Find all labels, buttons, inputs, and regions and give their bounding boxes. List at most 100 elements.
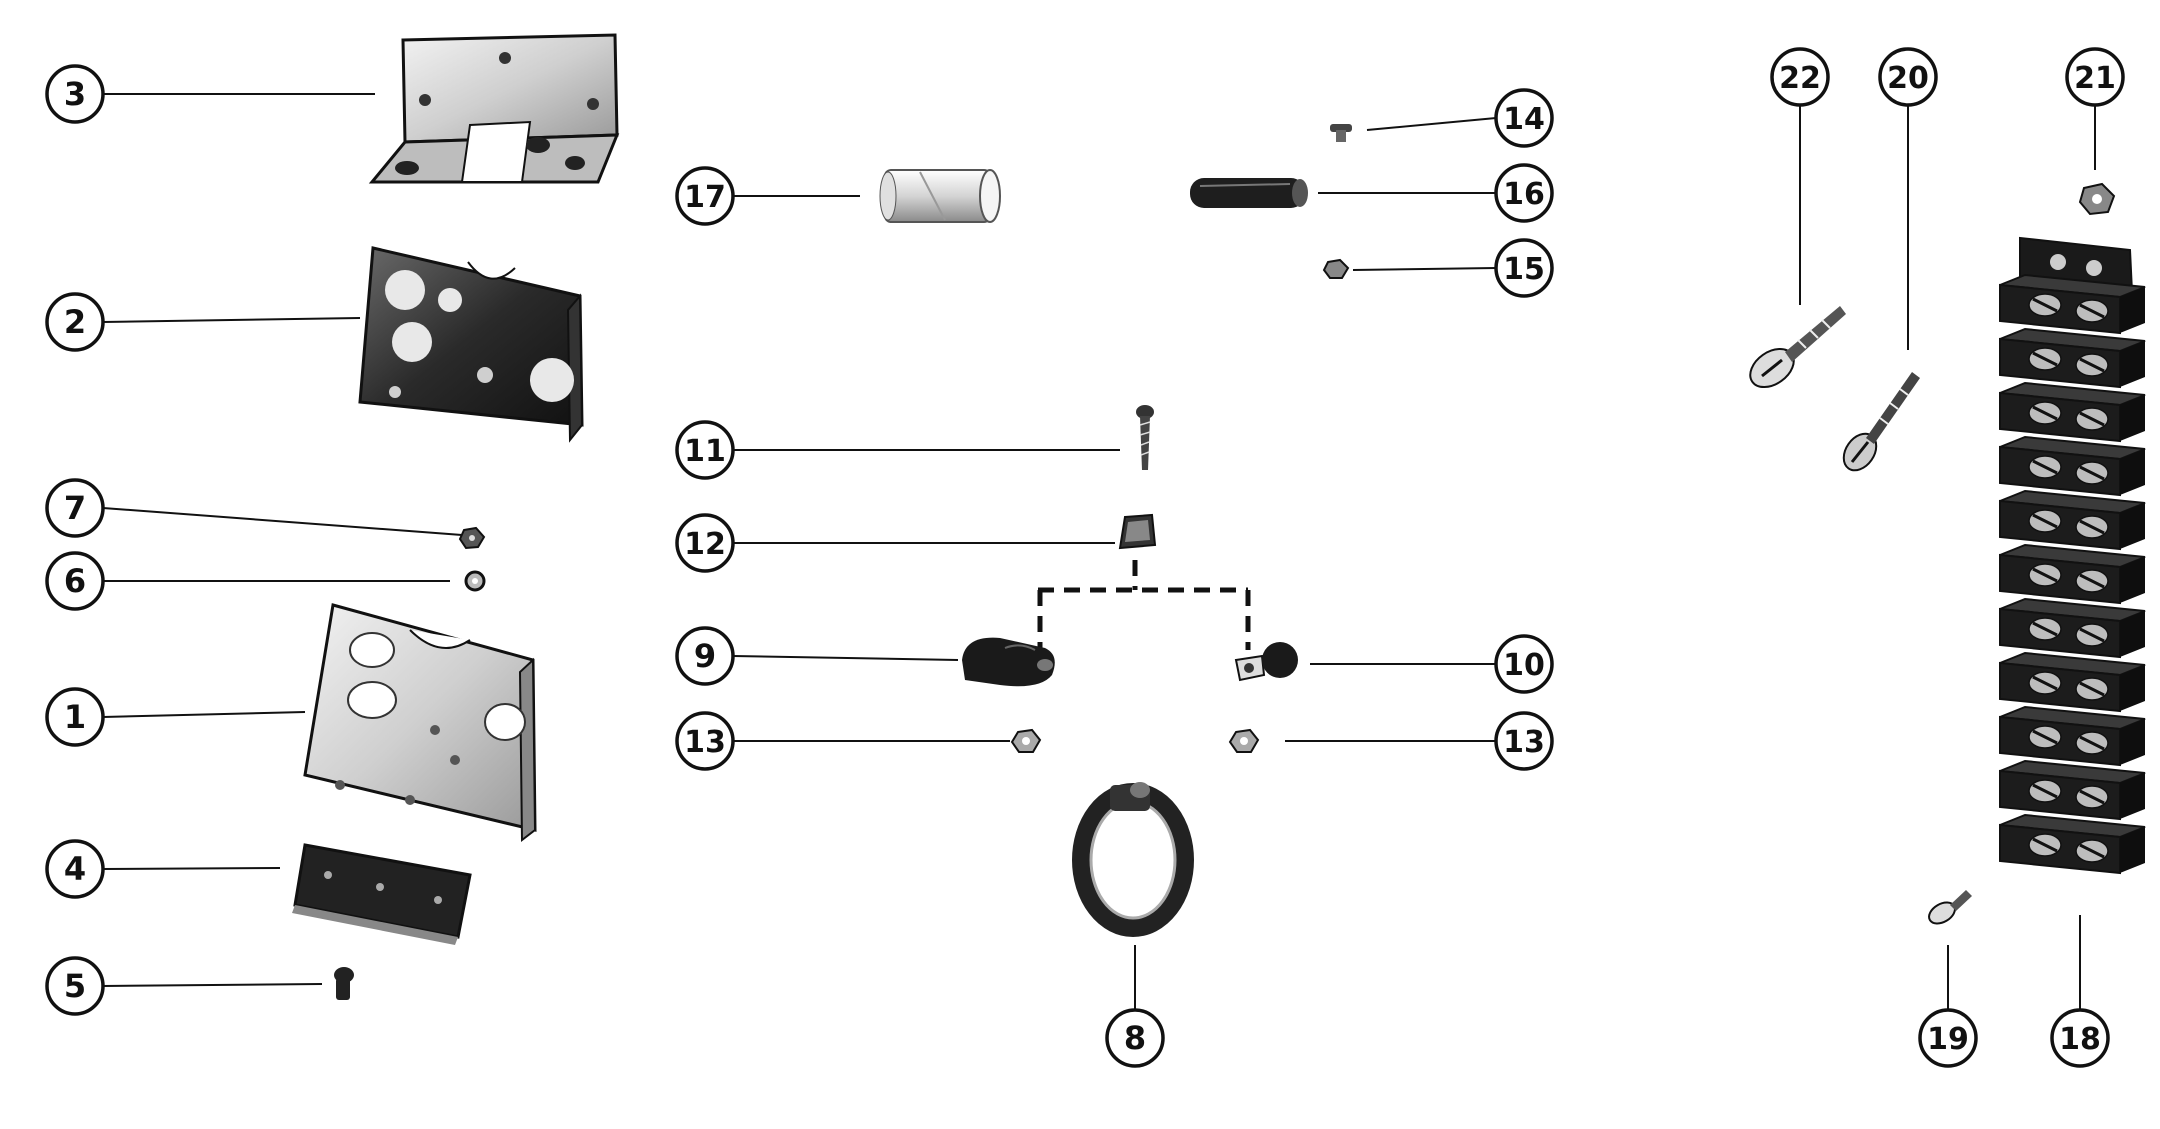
callout-number: 8 bbox=[1124, 1019, 1146, 1057]
callout-number: 2 bbox=[64, 303, 86, 341]
callout-number: 22 bbox=[1779, 61, 1821, 96]
part-8-hose-clamp bbox=[1072, 782, 1194, 937]
terminal-segment bbox=[1999, 273, 2146, 335]
terminal-segment bbox=[1999, 597, 2146, 659]
callout-circle bbox=[1494, 238, 1554, 298]
callout-5: 5 bbox=[45, 956, 105, 1016]
part-19-screw bbox=[1928, 890, 1972, 925]
part-9-clamp bbox=[962, 637, 1055, 687]
callout-16: 16 bbox=[1494, 163, 1554, 223]
part-16-tube bbox=[1190, 178, 1308, 208]
callout-number: 11 bbox=[684, 434, 726, 469]
callout-circle bbox=[1770, 47, 1830, 107]
callout-number: 18 bbox=[2059, 1022, 2101, 1057]
part-11-screw bbox=[1136, 405, 1154, 470]
part-14-cap bbox=[1330, 124, 1352, 142]
callout-circle bbox=[1494, 634, 1554, 694]
callout-circle bbox=[1878, 47, 1938, 107]
terminal-segment bbox=[1999, 489, 2146, 551]
callout-number: 19 bbox=[1927, 1022, 1969, 1057]
callout-number: 5 bbox=[64, 967, 86, 1005]
callout-circle bbox=[675, 711, 735, 771]
callout-circle bbox=[1918, 1008, 1978, 1068]
part-6-washer bbox=[464, 570, 486, 592]
leader-lines bbox=[102, 93, 2096, 1010]
callout-number: 21 bbox=[2074, 61, 2116, 96]
callout-circle bbox=[45, 64, 105, 124]
callout-3: 3 bbox=[45, 64, 105, 124]
callout-number: 13 bbox=[684, 725, 726, 760]
terminal-segment bbox=[1999, 327, 2146, 389]
part-22-screw bbox=[1749, 306, 1846, 389]
callout-number: 13 bbox=[1503, 725, 1545, 760]
callout-number: 20 bbox=[1887, 61, 1929, 96]
callout-6: 6 bbox=[45, 551, 105, 611]
callout-20: 20 bbox=[1878, 47, 1938, 107]
callout-number: 14 bbox=[1503, 102, 1545, 137]
callout-circle bbox=[1105, 1008, 1165, 1068]
dashed-connector bbox=[1037, 560, 1251, 650]
part-17-sleeve bbox=[879, 169, 1001, 223]
callout-circle bbox=[45, 687, 105, 747]
callout-number: 12 bbox=[684, 527, 726, 562]
callout-number: 10 bbox=[1503, 648, 1545, 683]
callout-circle bbox=[675, 513, 735, 573]
callout-circle bbox=[1494, 88, 1554, 148]
callout-circle bbox=[2065, 47, 2125, 107]
part-13-nut-left bbox=[1010, 728, 1042, 753]
callout-circle bbox=[675, 626, 735, 686]
callout-14: 14 bbox=[1494, 88, 1554, 148]
callout-number: 7 bbox=[64, 489, 86, 527]
part-7-nut bbox=[458, 526, 486, 550]
part-4-block bbox=[292, 843, 472, 945]
part-3-bracket bbox=[368, 33, 620, 184]
part-12-clip bbox=[1118, 513, 1157, 550]
callout-1: 1 bbox=[45, 687, 105, 747]
part-13-nut-right bbox=[1228, 728, 1260, 753]
callout-circle bbox=[675, 420, 735, 480]
callout-number: 9 bbox=[694, 637, 716, 675]
callout-8: 8 bbox=[1105, 1008, 1165, 1068]
callout-circle bbox=[45, 551, 105, 611]
callout-13: 13 bbox=[675, 711, 735, 771]
terminal-segment bbox=[1999, 435, 2146, 497]
callout-circle bbox=[45, 839, 105, 899]
terminal-segment bbox=[1999, 813, 2146, 875]
terminal-segment bbox=[1999, 651, 2146, 713]
terminal-segment bbox=[1999, 759, 2146, 821]
callout-circle bbox=[1494, 711, 1554, 771]
callout-10: 10 bbox=[1494, 634, 1554, 694]
callout-circle bbox=[45, 292, 105, 352]
terminal-segment bbox=[1999, 381, 2146, 443]
callout-22: 22 bbox=[1770, 47, 1830, 107]
callout-9: 9 bbox=[675, 626, 735, 686]
callout-number: 4 bbox=[64, 850, 86, 888]
callout-13: 13 bbox=[1494, 711, 1554, 771]
callout-number: 15 bbox=[1503, 252, 1545, 287]
part-10-clamp bbox=[1234, 642, 1298, 682]
callout-number: 3 bbox=[64, 75, 86, 113]
callout-18: 18 bbox=[2050, 1008, 2110, 1068]
callout-21: 21 bbox=[2065, 47, 2125, 107]
callout-4: 4 bbox=[45, 839, 105, 899]
callout-circle bbox=[45, 478, 105, 538]
callout-circle bbox=[45, 956, 105, 1016]
part-1-bracket bbox=[303, 603, 537, 843]
callout-19: 19 bbox=[1918, 1008, 1978, 1068]
part-20-screw bbox=[1842, 372, 1920, 472]
part-2-bracket bbox=[358, 246, 584, 443]
callout-number: 17 bbox=[684, 180, 726, 215]
callout-circle bbox=[1494, 163, 1554, 223]
callout-17: 17 bbox=[675, 166, 735, 226]
terminal-segment bbox=[1999, 705, 2146, 767]
part-5-screw bbox=[334, 967, 354, 1000]
part-21-nut bbox=[2078, 182, 2116, 216]
callout-7: 7 bbox=[45, 478, 105, 538]
callout-circle bbox=[2050, 1008, 2110, 1068]
part-15-nut bbox=[1322, 258, 1350, 279]
callout-12: 12 bbox=[675, 513, 735, 573]
terminal-segment bbox=[1999, 543, 2146, 605]
callout-number: 16 bbox=[1503, 177, 1545, 212]
